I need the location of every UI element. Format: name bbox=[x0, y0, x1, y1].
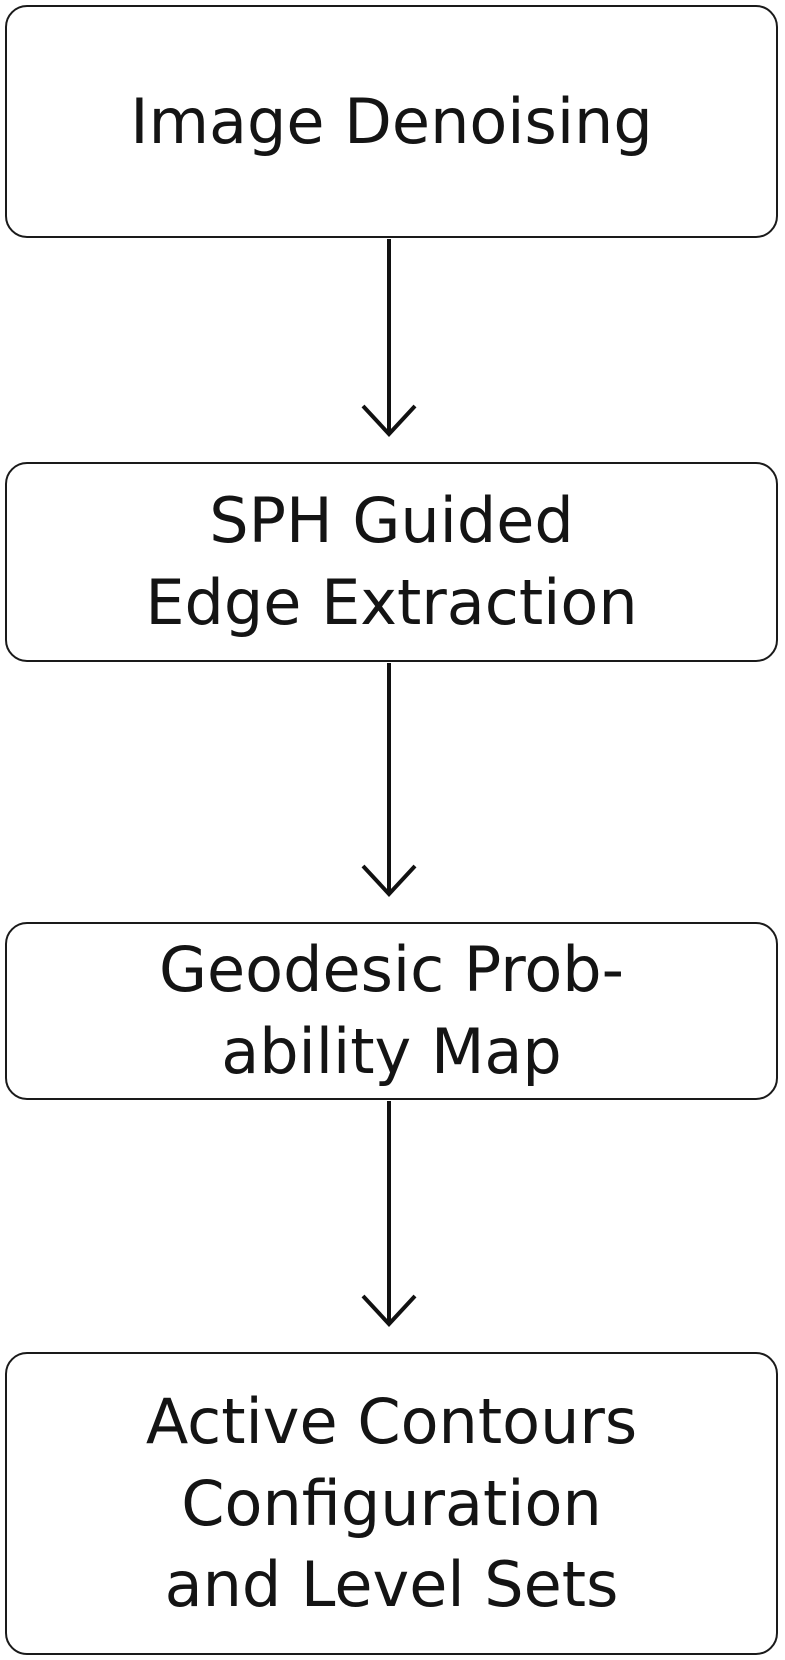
arrow-denoise-to-edge bbox=[361, 239, 417, 437]
node-sph-guided-edge-extraction-line-2: Edge Extraction bbox=[145, 566, 638, 639]
node-geodesic-probability-map[interactable]: Geodesic Prob- ability Map bbox=[5, 922, 778, 1100]
node-sph-guided-edge-extraction[interactable]: SPH Guided Edge Extraction bbox=[5, 462, 778, 662]
arrow-probmap-to-contours bbox=[361, 1101, 417, 1327]
node-image-denoising[interactable]: Image Denoising bbox=[5, 5, 778, 238]
node-active-contours-line-1: Active Contours bbox=[145, 1384, 638, 1458]
node-geodesic-probability-map-line-1: Geodesic Prob- bbox=[158, 933, 625, 1007]
node-active-contours-line-3: and Level Sets bbox=[164, 1548, 619, 1622]
node-active-contours-line-2: Configuration bbox=[181, 1466, 602, 1540]
node-image-denoising-line-1: Image Denoising bbox=[130, 84, 653, 158]
node-sph-guided-edge-extraction-line-1: SPH Guided bbox=[209, 484, 574, 558]
arrow-edge-to-probmap bbox=[361, 663, 417, 897]
node-geodesic-probability-map-line-2: ability Map bbox=[221, 1015, 562, 1088]
node-active-contours-configuration-and-level-sets[interactable]: Active Contours Configuration and Level … bbox=[5, 1352, 778, 1655]
